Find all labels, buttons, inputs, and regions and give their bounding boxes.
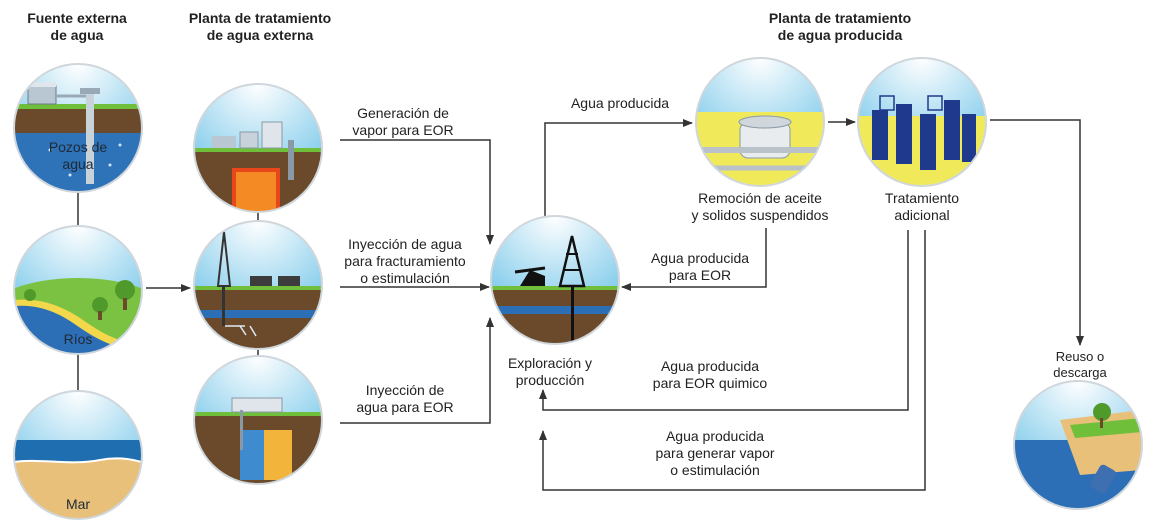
label-steam-line2: vapor para EOR: [352, 122, 454, 138]
frac-plant-circle: [193, 220, 323, 350]
label-center-line1: Exploración y: [507, 355, 593, 371]
label-produced-water: Agua producida: [570, 95, 670, 111]
header-produced-plant-line1: Planta de tratamiento: [768, 10, 912, 26]
label-additional-treatment: Tratamiento adicional: [870, 190, 974, 224]
label-oil-removal: Remoción de aceite y solidos suspendidos: [680, 190, 840, 224]
label-oil-removal-line1: Remoción de aceite: [698, 190, 822, 206]
label-produced-steam-line1: Agua producida: [665, 428, 765, 444]
label-produced-steam-line2: para generar vapor: [655, 445, 775, 461]
label-produced-steam: Agua producida para generar vapor o esti…: [640, 428, 790, 479]
arrow-to-reuse: [990, 119, 1084, 346]
label-chem-eor-line1: Agua producida: [660, 358, 760, 374]
reuse-circle: [1013, 380, 1143, 510]
injection-plant-circle: [193, 355, 323, 485]
label-center-line2: producción: [515, 372, 585, 388]
label-reuse-line2: descarga: [1053, 365, 1107, 380]
label-additional-line2: adicional: [894, 207, 950, 223]
label-steam-generation: Generación de vapor para EOR: [338, 105, 468, 139]
oil-removal-circle: [695, 57, 825, 187]
label-reuse-line1: Reuso o: [1055, 349, 1105, 364]
sea-circle: [13, 390, 143, 520]
label-additional-line1: Tratamiento: [884, 190, 960, 206]
header-external-plant-line2: de agua externa: [206, 27, 314, 43]
wells-circle: [13, 63, 143, 193]
label-exploration-production: Exploración y producción: [495, 355, 605, 389]
label-inj-line2: agua para EOR: [356, 399, 454, 415]
header-produced-plant: Planta de tratamiento de agua producida: [745, 10, 935, 44]
label-inj-line1: Inyección de: [365, 382, 445, 398]
label-reuse-discharge: Reuso o descarga: [1040, 349, 1120, 381]
label-produced-steam-line3: o estimulación: [670, 462, 760, 478]
additional-treatment-circle: [857, 57, 987, 187]
label-frac-line1: Inyección de agua: [348, 236, 462, 252]
label-produced-chem-eor: Agua producida para EOR quimico: [640, 358, 780, 392]
production-circle: [490, 215, 620, 345]
header-external-source-line1: Fuente externa: [27, 10, 127, 26]
arrow-produced-steam: [539, 230, 926, 491]
header-external-source-line2: de agua: [50, 27, 104, 43]
steam-plant-circle: [193, 83, 323, 213]
label-steam-line1: Generación de: [357, 105, 449, 121]
header-external-plant: Planta de tratamiento de agua externa: [170, 10, 350, 44]
sea-label: Mar: [66, 496, 90, 512]
label-injection-eor: Inyección de agua para EOR: [345, 382, 465, 416]
header-external-plant-line1: Planta de tratamiento: [188, 10, 332, 26]
wells-label-2: agua: [62, 156, 93, 172]
arrow-produced-eor: [621, 228, 767, 291]
header-produced-plant-line2: de agua producida: [777, 27, 903, 43]
arrow-center-to-oil: [544, 119, 693, 216]
label-produced-eor: Agua producida para EOR: [640, 250, 760, 284]
rivers-label: Ríos: [64, 331, 93, 347]
label-oil-removal-line2: y solidos suspendidos: [691, 207, 829, 223]
label-frac-line3: o estimulación: [360, 270, 450, 286]
arrow-inj-to-center: [340, 317, 494, 424]
label-produced-eor-line2: para EOR: [668, 267, 732, 283]
header-external-source: Fuente externa de agua: [12, 10, 142, 44]
arrow-steam-to-center: [340, 139, 494, 245]
wells-label-1: Pozos de: [49, 139, 108, 155]
label-frac-line2: para fracturamiento: [344, 253, 466, 269]
label-produced-eor-line1: Agua producida: [650, 250, 750, 266]
label-chem-eor-line2: para EOR quimico: [652, 375, 768, 391]
arrow-produced-chem-eor: [539, 230, 909, 411]
label-fracturing: Inyección de agua para fracturamiento o …: [330, 236, 480, 287]
